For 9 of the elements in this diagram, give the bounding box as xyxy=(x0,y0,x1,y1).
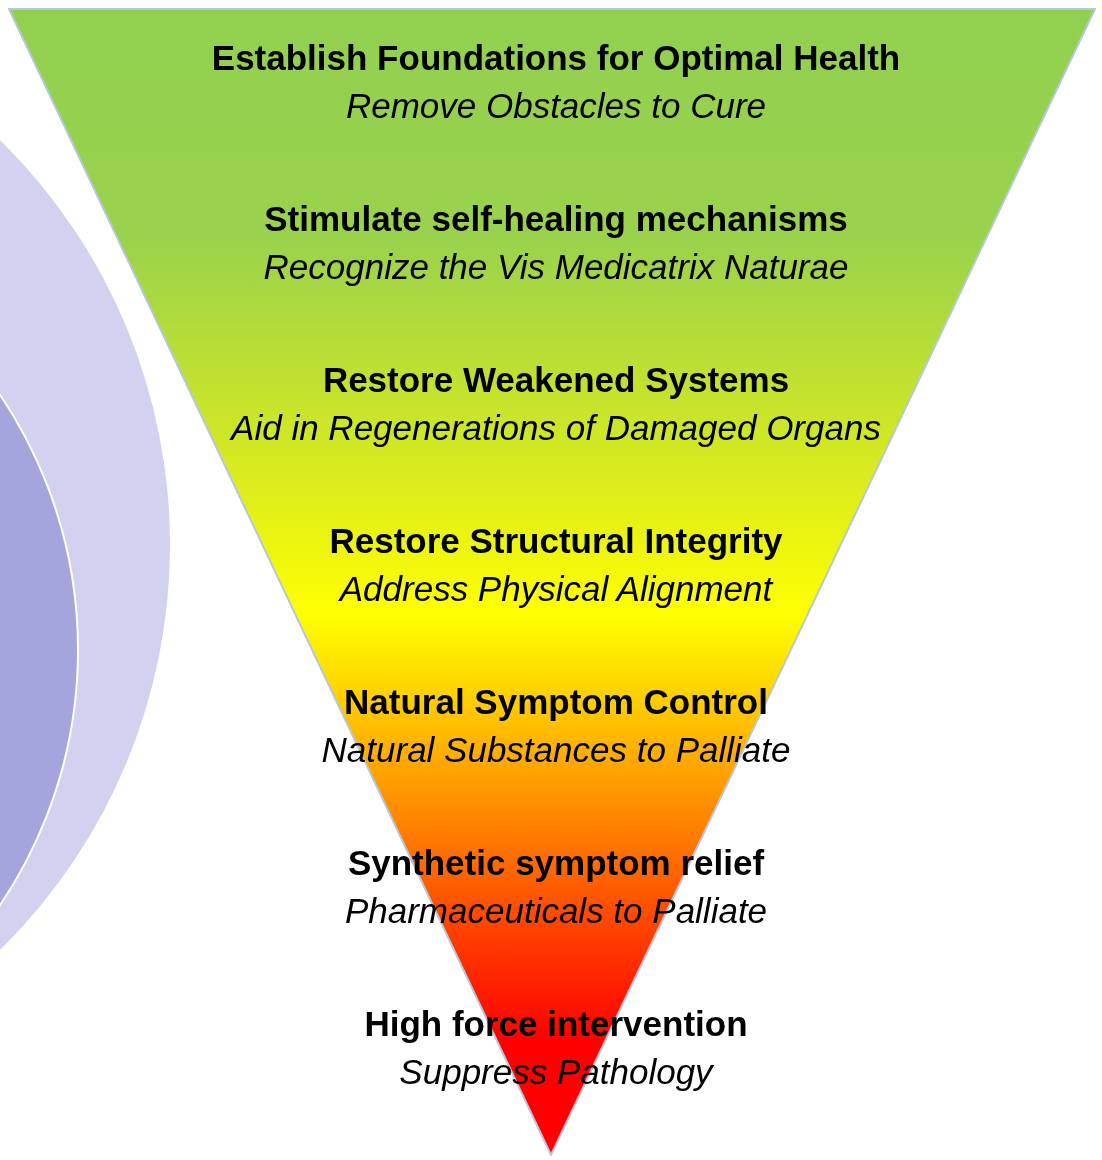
subtitle-text: Address Physical Alignment xyxy=(339,568,773,610)
subtitle-text: Recognize the Vis Medicatrix Naturae xyxy=(263,246,849,288)
heading-text: Restore Weakened Systems xyxy=(322,359,790,401)
subtitle-text: Aid in Regenerations of Damaged Organs xyxy=(231,407,881,449)
subtitle-text: Remove Obstacles to Cure xyxy=(345,85,767,127)
heading-text: Establish Foundations for Optimal Health xyxy=(211,37,901,79)
heading-text: Restore Structural Integrity xyxy=(329,520,783,562)
heading-text: Stimulate self-healing mechanisms xyxy=(264,198,848,240)
heading-text: Natural Symptom Control xyxy=(344,681,768,723)
